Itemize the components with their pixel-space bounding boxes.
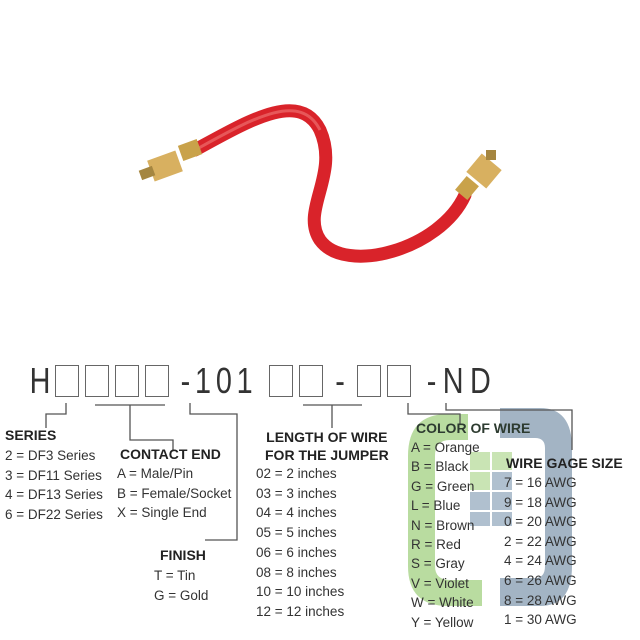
contact-end-item: X = Single End (117, 505, 207, 521)
gage-item: 1 = 30 AWG (504, 612, 577, 628)
color-item: W = White (411, 595, 474, 611)
color-item: G = Green (411, 478, 475, 494)
length-title-line1: LENGTH OF WIRE (266, 429, 388, 445)
color-slot (357, 365, 382, 397)
color-item: B = Black (411, 459, 469, 475)
length-item: 06 = 6 inches (256, 544, 337, 560)
series-title: SERIES (5, 427, 57, 443)
part-separator: - (335, 360, 345, 401)
logo-grid (470, 452, 512, 526)
color-item: S = Gray (411, 556, 465, 572)
gage-item: 6 = 26 AWG (504, 572, 577, 588)
length-slot-2 (299, 365, 324, 397)
part-middle: -101 (180, 360, 258, 401)
part-suffix: -ND (426, 360, 498, 401)
contact-end-item: B = Female/Socket (117, 485, 232, 501)
series-item: 6 = DF22 Series (5, 507, 103, 523)
series-item: 3 = DF11 Series (5, 467, 102, 483)
color-item: V = Violet (411, 575, 469, 591)
series-list: 2 = DF3 Series 3 = DF11 Series 4 = DF13 … (5, 446, 103, 525)
length-title: LENGTH OF WIRE FOR THE JUMPER (265, 428, 389, 464)
color-item: R = Red (411, 537, 461, 553)
finish-item: G = Gold (154, 587, 209, 603)
gage-item: 4 = 24 AWG (504, 553, 577, 569)
gage-title: WIRE GAGE SIZE (506, 455, 623, 471)
contact-end-slot-2 (115, 365, 139, 397)
length-slot-1 (269, 365, 294, 397)
series-item: 4 = DF13 Series (5, 487, 103, 503)
part-number-template: H -101 - -ND (28, 360, 505, 402)
finish-list: T = Tin G = Gold (154, 566, 208, 605)
right-connector (455, 150, 502, 201)
gage-item: 2 = 22 AWG (504, 533, 577, 549)
gage-item: 9 = 18 AWG (504, 494, 577, 510)
part-prefix: H (29, 360, 51, 401)
gage-list: 7 = 16 AWG 9 = 18 AWG 0 = 20 AWG 2 = 22 … (504, 473, 577, 630)
contact-end-slot-1 (85, 365, 109, 397)
gage-slot (387, 365, 412, 397)
contact-end-item: A = Male/Pin (117, 466, 194, 481)
gage-item: 7 = 16 AWG (504, 475, 577, 490)
length-item: 08 = 8 inches (256, 564, 337, 580)
color-list: A = Orange B = Black G = Green L = Blue … (411, 438, 480, 632)
length-item: 10 = 10 inches (256, 584, 345, 600)
gage-item: 0 = 20 AWG (504, 514, 577, 530)
length-item: 02 = 2 inches (256, 466, 337, 481)
series-item: 2 = DF3 Series (5, 448, 96, 463)
color-title: COLOR OF WIRE (416, 420, 531, 436)
contact-end-list: A = Male/Pin B = Female/Socket X = Singl… (117, 464, 231, 523)
length-item: 04 = 4 inches (256, 505, 337, 521)
length-list: 02 = 2 inches 03 = 3 inches 04 = 4 inche… (256, 464, 344, 622)
gage-item: 8 = 28 AWG (504, 592, 577, 608)
finish-title: FINISH (160, 547, 206, 563)
finish-slot (145, 365, 169, 397)
color-item: Y = Yellow (411, 614, 474, 630)
finish-item: T = Tin (154, 568, 196, 583)
color-item: L = Blue (411, 498, 461, 514)
color-item: A = Orange (411, 440, 480, 455)
contact-end-title: CONTACT END (120, 446, 221, 462)
left-connector (138, 139, 203, 182)
length-item: 03 = 3 inches (256, 485, 337, 501)
color-item: N = Brown (411, 517, 475, 533)
length-item: 05 = 5 inches (256, 525, 337, 541)
length-item: 12 = 12 inches (256, 603, 345, 619)
length-title-line2: FOR THE JUMPER (265, 447, 389, 463)
series-slot (55, 365, 79, 397)
